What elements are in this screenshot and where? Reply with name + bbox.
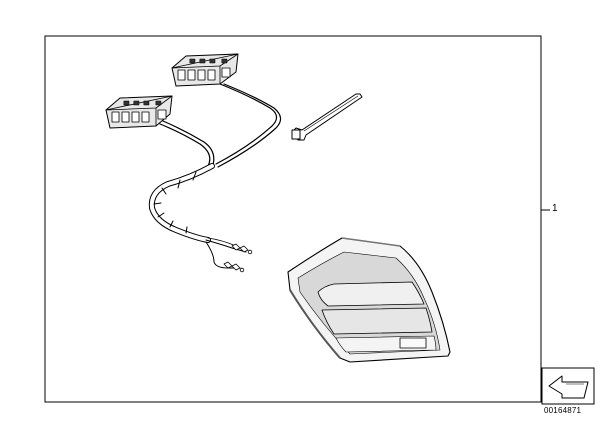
terminal-clip-2 — [223, 261, 245, 273]
terminal-clip-1 — [231, 243, 253, 255]
diagram-frame — [44, 35, 542, 403]
wire-lower — [159, 123, 211, 167]
wire-upper — [215, 83, 278, 165]
document-number: 00164871 — [544, 406, 582, 415]
corner-arrow-icon — [541, 367, 595, 405]
callout-label-1: 1 — [552, 203, 558, 214]
reflector — [399, 337, 427, 349]
terminal-lead-1 — [205, 239, 247, 253]
connector-block-upper — [171, 53, 239, 87]
tail-light-icon — [287, 237, 451, 363]
cable-tie-icon — [291, 93, 363, 141]
wiring-harness-icon — [105, 53, 282, 273]
connector-block-lower — [105, 95, 173, 129]
